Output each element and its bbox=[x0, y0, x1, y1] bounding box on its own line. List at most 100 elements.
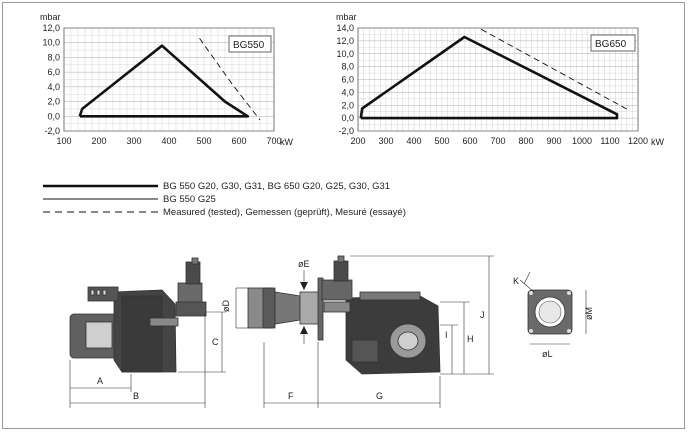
burner2-motor-hub bbox=[397, 331, 419, 351]
dimensions-front-view bbox=[235, 255, 494, 408]
x-tick-label: 400 bbox=[161, 136, 176, 146]
blast-tube-pipe bbox=[299, 291, 321, 325]
dim-a-label: A bbox=[97, 376, 103, 386]
burner-motor-plate bbox=[85, 321, 113, 349]
chart-bg550-title-box bbox=[228, 35, 272, 53]
blast-tube-ring bbox=[262, 287, 276, 329]
x-tick-label: 100 bbox=[56, 136, 71, 146]
dim-k-line bbox=[519, 279, 535, 293]
x-tick-label: 900 bbox=[546, 136, 561, 146]
chart-bg650-series bbox=[359, 28, 628, 120]
y-tick-label: 10,0 bbox=[42, 38, 60, 48]
x-tick-label: 1200 bbox=[628, 136, 648, 146]
dim-d-label: øD bbox=[221, 300, 231, 312]
burner-control-box-slot bbox=[102, 289, 107, 296]
flange-inner-ring bbox=[538, 300, 562, 324]
series-line-thin bbox=[189, 71, 221, 98]
legend-label-thin: BG 550 G25 bbox=[163, 194, 216, 205]
legend-label-dashed: Measured (tested), Gemessen (geprüft), M… bbox=[163, 207, 406, 218]
y-tick-label: -2,0 bbox=[44, 126, 60, 136]
chart-bg650-title-box bbox=[590, 34, 636, 52]
y-tick-label: 14,0 bbox=[336, 23, 354, 33]
x-tick-label: 300 bbox=[378, 136, 393, 146]
y-tick-label: 6,0 bbox=[47, 67, 60, 77]
blast-tube-cone bbox=[274, 291, 301, 325]
x-tick-label: 200 bbox=[350, 136, 365, 146]
flange-face-view bbox=[527, 289, 573, 335]
dim-k-tick bbox=[523, 271, 531, 285]
burner2-gas-valve-coil bbox=[333, 260, 349, 282]
y-tick-label: 8,0 bbox=[47, 52, 60, 62]
chart-bg650-y-label: mbar bbox=[336, 12, 357, 22]
chart-bg650-x-label: kW bbox=[651, 137, 665, 147]
x-tick-label: 300 bbox=[126, 136, 141, 146]
chart-bg550-y-ticks: -2,0 0,0 2,0 4,0 6,0 8,0 10,0 12,0 bbox=[42, 23, 60, 136]
x-tick-label: 500 bbox=[434, 136, 449, 146]
burner-gas-valve-cap bbox=[191, 257, 199, 265]
y-tick-label: 12,0 bbox=[336, 36, 354, 46]
dim-h-label: H bbox=[467, 334, 474, 344]
series-line-dashed bbox=[480, 28, 628, 110]
dim-c-label: C bbox=[212, 337, 219, 347]
y-tick-label: 0,0 bbox=[47, 111, 60, 121]
figure-frame bbox=[2, 2, 685, 429]
chart-bg550-y-label: mbar bbox=[40, 12, 61, 22]
burner2-gas-valve bbox=[321, 279, 353, 301]
y-tick-label: 0,0 bbox=[341, 113, 354, 123]
x-tick-label: 800 bbox=[518, 136, 533, 146]
y-tick-label: 6,0 bbox=[341, 75, 354, 85]
y-tick-label: 2,0 bbox=[47, 97, 60, 107]
flange-bolt-hole bbox=[567, 291, 571, 295]
chart-bg650-title: BG650 bbox=[595, 39, 627, 50]
burner-flange bbox=[149, 317, 179, 327]
legend-label-thick: BG 550 G20, G30, G31, BG 650 G20, G25, G… bbox=[163, 181, 390, 192]
dim-b-label: B bbox=[133, 391, 139, 401]
y-tick-label: 12,0 bbox=[42, 23, 60, 33]
y-tick-label: 4,0 bbox=[47, 82, 60, 92]
dim-e-label: øE bbox=[298, 259, 310, 269]
y-tick-label: -2,0 bbox=[338, 126, 354, 136]
x-tick-label: 700 bbox=[266, 136, 281, 146]
dim-l-label: øL bbox=[542, 349, 553, 359]
series-line-thick bbox=[359, 35, 619, 120]
flange-bolt-hole bbox=[529, 329, 533, 333]
dim-e-arrowhead-bottom bbox=[300, 326, 308, 334]
legend: BG 550 G20, G30, G31, BG 650 G20, G25, G… bbox=[43, 181, 406, 218]
x-tick-label: 1100 bbox=[600, 136, 619, 146]
x-tick-label: 600 bbox=[231, 136, 246, 146]
burner-gas-valve-coil bbox=[185, 261, 201, 285]
burner2-gas-valve-cap bbox=[337, 255, 345, 263]
flange-bolt-hole bbox=[529, 291, 533, 295]
burner-control-box-slot bbox=[90, 289, 95, 296]
burner2-connector bbox=[323, 301, 351, 313]
dim-g-label: G bbox=[376, 391, 383, 401]
x-tick-label: 500 bbox=[196, 136, 211, 146]
y-tick-label: 8,0 bbox=[341, 62, 354, 72]
burner-front-view bbox=[247, 255, 441, 375]
chart-bg550-x-label: kW bbox=[280, 137, 294, 147]
y-tick-label: 2,0 bbox=[341, 100, 354, 110]
chart-bg550-grid bbox=[64, 27, 274, 132]
burner-side-view bbox=[69, 257, 207, 373]
dim-i-label: I bbox=[445, 330, 448, 340]
dim-k-label: K bbox=[513, 276, 519, 286]
flange-bolt-hole bbox=[567, 329, 571, 333]
dim-m-label: øM bbox=[584, 307, 594, 320]
x-tick-label: 700 bbox=[490, 136, 505, 146]
y-tick-label: 4,0 bbox=[341, 87, 354, 97]
burner-mounting-flange bbox=[317, 277, 324, 341]
chart-bg550-series bbox=[78, 38, 261, 121]
series-line-thick bbox=[78, 44, 250, 118]
y-tick-label: 10,0 bbox=[336, 49, 354, 59]
chart-bg650-y-ticks: -2,0 0,0 2,0 4,0 6,0 8,0 10,0 12,0 14,0 bbox=[336, 23, 354, 136]
dimensions-side-view bbox=[69, 311, 226, 408]
dim-j-label: J bbox=[480, 310, 485, 320]
chart-bg550-title: BG550 bbox=[233, 40, 265, 51]
dim-e-arrowhead-top bbox=[300, 282, 308, 290]
